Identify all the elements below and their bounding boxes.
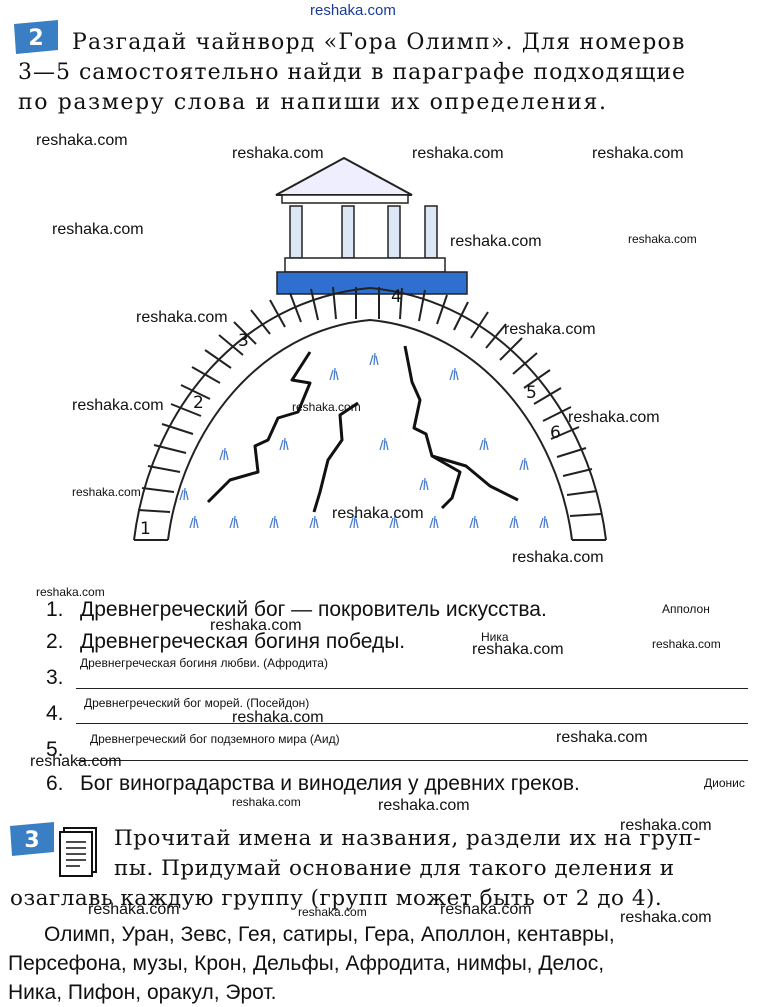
watermark: reshaka.com (378, 797, 470, 814)
watermark: reshaka.com (292, 400, 361, 414)
watermark: reshaka.com (332, 505, 424, 522)
question-number: 5. (46, 738, 64, 761)
watermark: reshaka.com (412, 145, 504, 162)
task2-number: 2 (28, 26, 43, 51)
question-number: 3. (46, 666, 64, 689)
watermark: reshaka.com (136, 309, 228, 326)
watermark: reshaka.com (620, 909, 712, 926)
names-line: Олимп, Уран, Зевс, Гея, сатиры, Гера, Ап… (44, 923, 615, 946)
names-line: Персефона, музы, Крон, Дельфы, Афродита,… (8, 952, 605, 975)
mountain-cracks (206, 345, 519, 513)
grass-decoration (179, 352, 549, 529)
watermark: reshaka.com (504, 321, 596, 338)
watermark: reshaka.com (298, 905, 367, 919)
cell-number: 6 (550, 423, 561, 443)
question-4: 4. (46, 702, 80, 726)
answer-2: Ника (481, 630, 509, 644)
answer-line (76, 760, 748, 761)
task2-line: по размеру слова и напиши их определения… (18, 90, 608, 115)
question-text: Древнегреческий бог — покровитель искусс… (80, 598, 547, 621)
watermark: reshaka.com (628, 232, 697, 246)
question-number: 2. (46, 630, 64, 653)
answer-line (76, 723, 748, 724)
watermark: reshaka.com (568, 409, 660, 426)
watermark: reshaka.com (72, 485, 141, 499)
watermark: reshaka.com (620, 817, 712, 834)
answer-4: Древнегреческий бог морей. (Посейдон) (84, 696, 310, 710)
answer-1: Апполон (662, 602, 710, 616)
watermark: reshaka.com (36, 585, 105, 599)
watermark: reshaka.com (52, 221, 144, 238)
watermark: reshaka.com (72, 397, 164, 414)
task-number-badge: 2 (14, 20, 58, 54)
watermark: reshaka.com (88, 901, 180, 918)
answer-3: Древнегреческая богиня любви. (Афродита) (80, 656, 328, 670)
cell-number: 1 (140, 519, 151, 539)
question-6: 6. Бог виноградарства и виноделия у древн… (46, 772, 580, 796)
task3-instructions: Прочитай имена и названия, раздели их на… (10, 824, 702, 914)
watermark: reshaka.com (36, 132, 128, 149)
task3-line: пы. Придумай основание для такого делени… (114, 856, 675, 881)
crossword-arch (133, 286, 607, 541)
task3-number: 3 (24, 828, 39, 853)
question-text: Древнегреческая богиня победы. (80, 630, 406, 653)
cell-number: 2 (193, 393, 204, 413)
watermark: reshaka.com (232, 145, 324, 162)
answer-6: Дионис (704, 776, 745, 790)
names-line: Ника, Пифон, оракул, Эрот. (8, 981, 277, 1004)
notebook-icon (58, 826, 100, 882)
question-1: 1. Древнегреческий бог — покровитель иску… (46, 598, 547, 622)
watermark: reshaka.com (232, 795, 301, 809)
watermark: reshaka.com (512, 549, 604, 566)
question-2: 2. Древнегреческая богиня победы. (46, 630, 405, 654)
answer-line (76, 688, 748, 689)
watermark: reshaka.com (30, 753, 122, 770)
watermark: reshaka.com (440, 901, 532, 918)
answer-5: Древнегреческий бог подземного мира (Аид… (90, 732, 340, 746)
cell-number: 5 (526, 383, 537, 403)
task2-instructions: Разгадай чайнворд «Гора Олимп». Для номе… (18, 28, 686, 118)
watermark: reshaka.com (450, 233, 542, 250)
task2-line: Разгадай чайнворд «Гора Олимп». Для номе… (72, 30, 686, 55)
task3-line: Прочитай имена и названия, раздели их на… (114, 826, 702, 851)
question-number: 1. (46, 598, 64, 621)
temple-icon (275, 156, 468, 295)
question-3: 3. (46, 666, 80, 690)
mount-olympus-illustration: 1 2 3 4 5 6 (133, 156, 607, 541)
question-number: 6. (46, 772, 64, 795)
watermark: reshaka.com (556, 729, 648, 746)
question-number: 4. (46, 702, 64, 725)
watermark: reshaka.com (210, 617, 302, 634)
question-text: Бог виноградарства и виноделия у древних… (80, 772, 580, 795)
task3-line: озаглавь каждую группу (групп может быть… (10, 886, 663, 911)
watermark: reshaka.com (652, 637, 721, 651)
site-header[interactable]: reshaka.com (310, 2, 396, 19)
watermark: reshaka.com (472, 641, 564, 658)
names-list: Олимп, Уран, Зевс, Гея, сатиры, Гера, Ап… (8, 920, 615, 1007)
watermark: reshaka.com (592, 145, 684, 162)
watermark: reshaka.com (232, 709, 324, 726)
question-5: 5. (46, 738, 80, 762)
task-number-badge: 3 (10, 822, 54, 856)
cell-number: 3 (238, 331, 249, 351)
cell-number: 4 (391, 287, 402, 307)
task2-line: 3—5 самостоятельно найди в параграфе под… (18, 60, 687, 85)
